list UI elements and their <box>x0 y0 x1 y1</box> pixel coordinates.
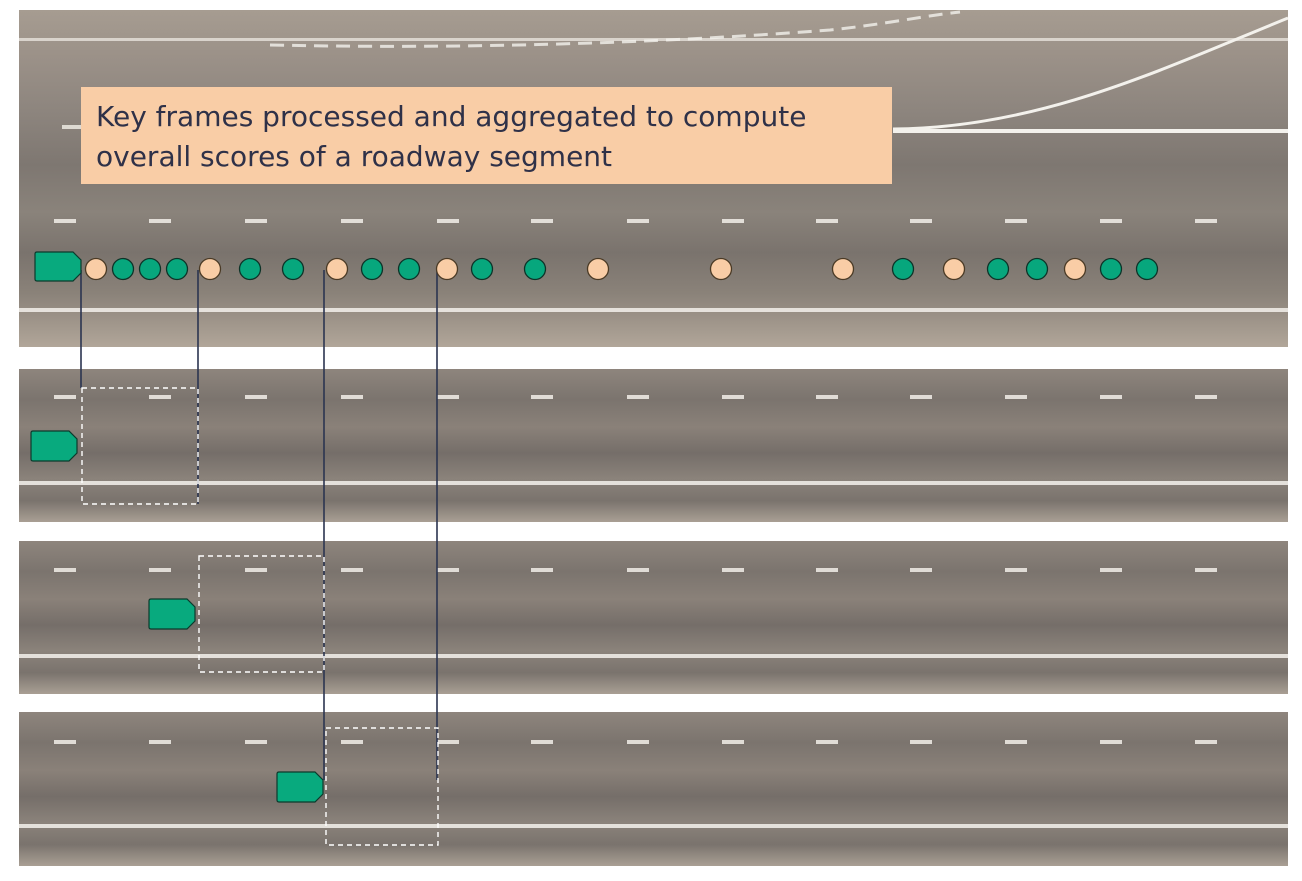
merge-line <box>269 10 961 48</box>
lane-dash <box>816 568 838 572</box>
lane-dash <box>722 395 744 399</box>
lane-dash <box>627 219 649 223</box>
sampling-window <box>198 555 325 673</box>
frame-dot <box>891 257 915 281</box>
caption-line-2: overall scores of a roadway segment <box>96 140 613 173</box>
frame-dot <box>523 257 547 281</box>
frame-dot <box>470 257 494 281</box>
lane-dash <box>816 395 838 399</box>
key-frame-dot <box>942 257 966 281</box>
lane-dash <box>1100 568 1122 572</box>
lane-dash <box>531 740 553 744</box>
key-frame-dot <box>1063 257 1087 281</box>
lane-dash <box>1005 395 1027 399</box>
edge-line <box>19 824 1288 828</box>
lane-dash <box>722 740 744 744</box>
lane-dash <box>531 568 553 572</box>
key-frame-dot <box>198 257 222 281</box>
lane-dash <box>54 219 76 223</box>
lane-dash <box>341 568 363 572</box>
frame-dot <box>281 257 305 281</box>
caption-box: Key frames processed and aggregated to c… <box>81 87 892 184</box>
key-frame-dot <box>709 257 733 281</box>
lane-dash <box>1005 568 1027 572</box>
lane-dash <box>910 219 932 223</box>
frame-dot <box>138 257 162 281</box>
lane-dash <box>722 568 744 572</box>
lane-dash <box>722 219 744 223</box>
sampling-window <box>325 727 439 846</box>
frame-dot <box>360 257 384 281</box>
lane-dash <box>816 740 838 744</box>
key-frame-panel-3 <box>19 712 1288 866</box>
lane-dash <box>531 219 553 223</box>
edge-line <box>19 481 1288 485</box>
key-frame-panel-2 <box>19 541 1288 694</box>
key-frame-panel-1 <box>19 369 1288 522</box>
ramp-curve <box>892 16 1289 131</box>
lane-dash <box>627 568 649 572</box>
lane-dash <box>1195 740 1217 744</box>
lane-dash <box>54 740 76 744</box>
lane-dash <box>437 395 459 399</box>
lane-dash <box>910 568 932 572</box>
frame-dot <box>397 257 421 281</box>
sampling-window <box>81 387 199 505</box>
lane-dash <box>62 125 82 129</box>
lane-dash <box>437 219 459 223</box>
vehicle-marker-icon <box>34 251 82 282</box>
vehicle-marker-icon <box>148 598 196 630</box>
lane-dash <box>1195 219 1217 223</box>
frame-dot <box>1099 257 1123 281</box>
key-frame-dot <box>435 257 459 281</box>
frame-dot <box>1025 257 1049 281</box>
lane-dash <box>1100 219 1122 223</box>
key-frame-dot <box>586 257 610 281</box>
frame-dot <box>165 257 189 281</box>
lane-dash <box>910 740 932 744</box>
frame-dot <box>111 257 135 281</box>
lane-dash <box>437 740 459 744</box>
frame-dot <box>238 257 262 281</box>
lane-dash <box>245 219 267 223</box>
lane-dash <box>627 395 649 399</box>
key-frame-dot <box>325 257 349 281</box>
vehicle-marker-icon <box>276 771 324 803</box>
lane-dash <box>341 395 363 399</box>
frame-dot <box>1135 257 1159 281</box>
lane-dash <box>245 740 267 744</box>
lane-dash <box>341 219 363 223</box>
lane-dash <box>1100 395 1122 399</box>
key-frame-dot <box>84 257 108 281</box>
lane-dash <box>816 219 838 223</box>
caption-line-1: Key frames processed and aggregated to c… <box>96 100 807 133</box>
lane-dash <box>149 740 171 744</box>
lane-dash <box>1100 740 1122 744</box>
lane-dash <box>341 740 363 744</box>
frame-dot <box>986 257 1010 281</box>
lane-dash <box>245 395 267 399</box>
vehicle-marker-icon <box>30 430 78 462</box>
lane-dash <box>1195 568 1217 572</box>
lane-dash <box>531 395 553 399</box>
edge-line <box>19 654 1288 658</box>
lane-dash <box>54 395 76 399</box>
lane-dash <box>54 568 76 572</box>
key-frame-dot <box>831 257 855 281</box>
lane-dash <box>437 568 459 572</box>
lane-dash <box>245 568 267 572</box>
lane-dash <box>1005 740 1027 744</box>
lane-dash <box>149 568 171 572</box>
lane-dash <box>1005 219 1027 223</box>
lane-dash <box>910 395 932 399</box>
lane-dash <box>149 395 171 399</box>
lane-dash <box>149 219 171 223</box>
edge-line <box>19 308 1288 312</box>
lane-dash <box>627 740 649 744</box>
lane-dash <box>1195 395 1217 399</box>
